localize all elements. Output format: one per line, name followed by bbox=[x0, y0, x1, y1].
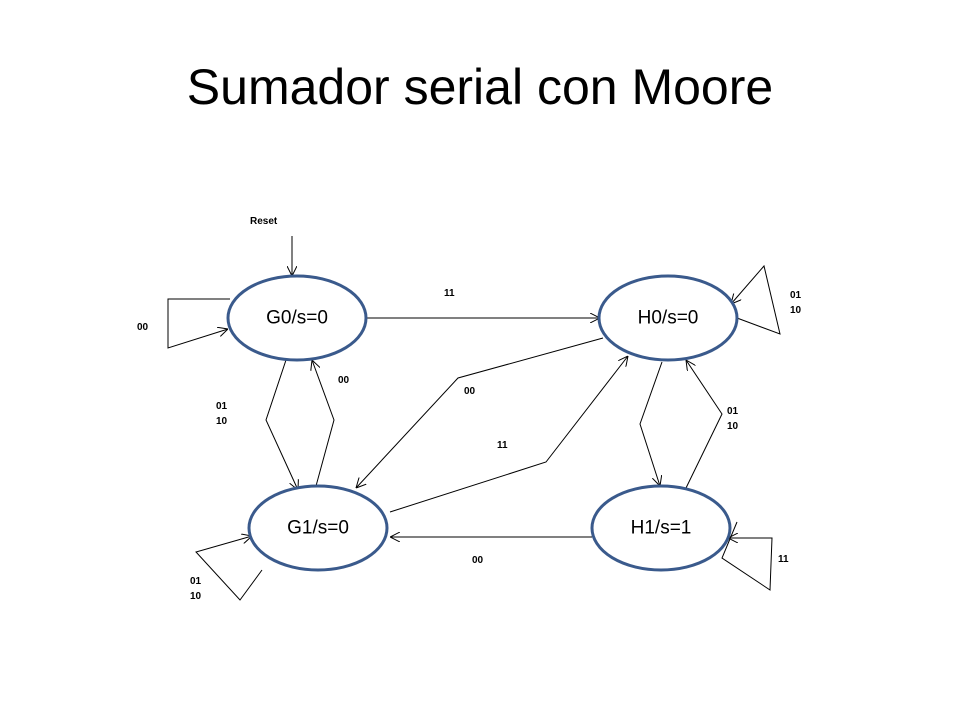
g0-self-loop-label: 00 bbox=[137, 322, 149, 333]
edge-g0-to-g1-label-2: 10 bbox=[216, 416, 228, 427]
g1-self-loop-label-1: 01 bbox=[190, 576, 202, 587]
state-g0: G0/s=0 bbox=[226, 274, 368, 362]
edge-g0-to-h0-label: 11 bbox=[444, 288, 455, 299]
g1-self-loop bbox=[195, 536, 263, 601]
edge-h0-to-g1 bbox=[356, 337, 604, 488]
state-h0: H0/s=0 bbox=[597, 274, 739, 362]
edge-h1-to-h0-label-1: 01 bbox=[727, 406, 739, 417]
edge-h0-to-h1 bbox=[639, 361, 663, 486]
edge-g1-to-g0 bbox=[312, 360, 335, 487]
edge-g0-to-g1-label-1: 01 bbox=[216, 401, 228, 412]
h0-self-loop-label-2: 10 bbox=[790, 305, 802, 316]
h1-self-loop bbox=[721, 521, 773, 591]
h1-self-loop-label: 11 bbox=[778, 554, 789, 565]
edge-g1-to-h0-label: 11 bbox=[497, 440, 508, 451]
reset-label: Reset bbox=[250, 216, 278, 227]
edge-h1-to-g1-label: 00 bbox=[472, 555, 484, 566]
edge-h1-to-h0-label-2: 10 bbox=[727, 421, 739, 432]
edge-g0-to-g1 bbox=[265, 359, 298, 490]
edge-h0-to-g1-label: 00 bbox=[464, 386, 476, 397]
state-g1-label: G1/s=0 bbox=[287, 518, 349, 539]
edge-g1-to-h0 bbox=[389, 356, 628, 513]
state-h1-label: H1/s=1 bbox=[631, 518, 692, 539]
edge-g1-to-g0-label: 00 bbox=[338, 375, 350, 386]
edge-h1-to-h0 bbox=[686, 360, 723, 489]
h0-self-loop bbox=[731, 264, 781, 335]
g0-self-loop bbox=[167, 298, 230, 349]
state-h0-label: H0/s=0 bbox=[638, 308, 699, 329]
slide-title: Sumador serial con Moore bbox=[186, 59, 774, 115]
state-h1: H1/s=1 bbox=[590, 484, 732, 572]
state-g1: G1/s=0 bbox=[247, 484, 389, 572]
g1-self-loop-label-2: 10 bbox=[190, 591, 202, 602]
h0-self-loop-label-1: 01 bbox=[790, 290, 802, 301]
state-g0-label: G0/s=0 bbox=[266, 308, 328, 329]
